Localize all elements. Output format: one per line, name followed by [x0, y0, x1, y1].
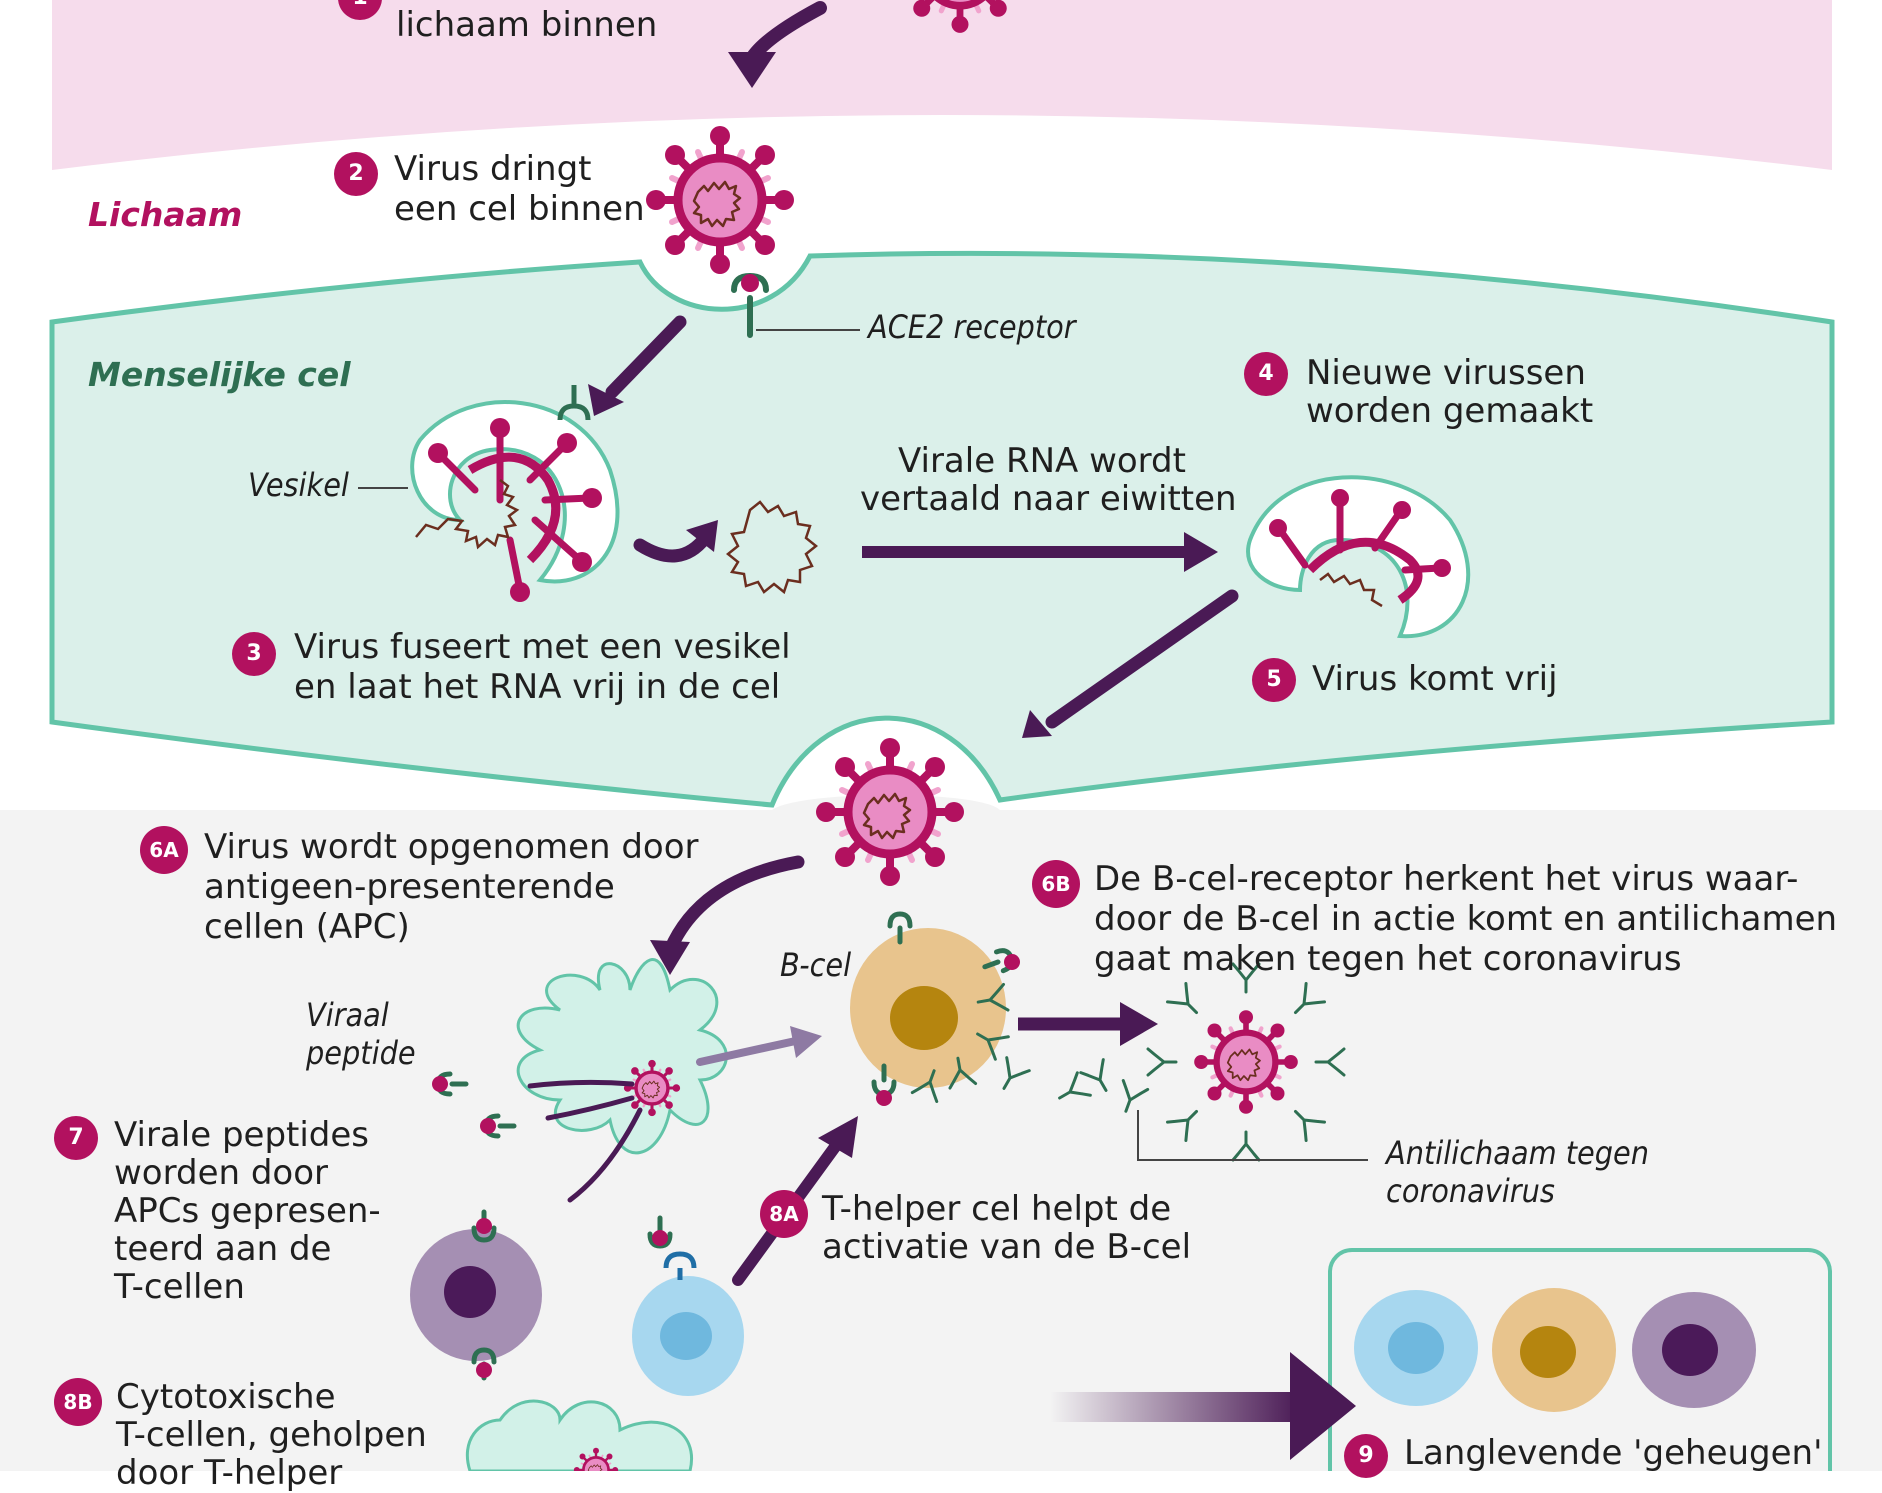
arrow-to-vesikel [605, 315, 687, 399]
arrow-release [1045, 589, 1239, 729]
step-6a-line-1: Virus wordt opgenomen door [204, 827, 699, 867]
step-5-badge: 5 [1252, 658, 1296, 702]
step-6a-line-2: antigeen-presenterende [204, 867, 615, 907]
translation-line-2: vertaald naar eiwitten [860, 479, 1237, 519]
step-1-text: lichaam binnen [396, 5, 658, 45]
arrow-memory [1290, 1352, 1356, 1460]
step-4-line-2: worden gemaakt [1306, 391, 1594, 431]
step-5-text: Virus komt vrij [1312, 659, 1558, 699]
step-9-text: Langlevende 'geheugen' [1404, 1433, 1823, 1473]
peptide-line-1: Viraal [306, 996, 389, 1034]
step-6a-badge: 6A [140, 826, 188, 874]
step-3-badge: 3 [232, 632, 276, 676]
step-7-badge: 7 [54, 1116, 98, 1160]
step-6b-line-3: gaat maken tegen het coronavirus [1094, 939, 1682, 979]
body-zone-label: Lichaam [88, 195, 243, 234]
ace2-label: ACE2 receptor [868, 308, 1076, 346]
step-8a-line-2: activatie van de B-cel [822, 1227, 1192, 1267]
step-6b-line-1: De B-cel-receptor herkent het virus waar… [1094, 859, 1799, 899]
step-9-badge: 9 [1344, 1434, 1388, 1478]
step-8b-line-1: Cytotoxische [116, 1377, 336, 1417]
step-6b-badge: 6B [1032, 860, 1080, 908]
b-cell-label: B-cel [780, 946, 852, 984]
step-6b-line-2: door de B-cel in actie komt en antilicha… [1094, 899, 1838, 939]
cell-zone [49, 250, 1835, 808]
step-1-badge: 1 [338, 0, 382, 20]
apc-cell [516, 958, 728, 1155]
step-4-line-1: Nieuwe virussen [1306, 353, 1586, 393]
antibody-line-1: Antilichaam tegen [1386, 1134, 1650, 1172]
step-7-line-3: APCs gepresen- [114, 1191, 381, 1231]
step-6a-line-3: cellen (APC) [204, 907, 410, 947]
step-8a-badge: 8A [760, 1190, 808, 1238]
step-3-line-1: Virus fuseert met een vesikel [294, 627, 791, 667]
step-7-line-1: Virale peptides [114, 1115, 370, 1155]
step-4-badge: 4 [1244, 352, 1288, 396]
step-3-line-2: en laat het RNA vrij in de cel [294, 667, 781, 707]
step-2-line-2: een cel binnen [394, 189, 645, 229]
step-7-line-5: T-cellen [114, 1267, 245, 1307]
step-2-line-1: Virus dringt [394, 149, 592, 189]
translation-line-1: Virale RNA wordt [898, 441, 1186, 481]
step-2-badge: 2 [334, 152, 378, 196]
peptide-line-2: peptide [306, 1034, 416, 1072]
outside-zone [52, 0, 1832, 170]
step-8b-badge: 8B [54, 1378, 102, 1426]
step-8b-line-2: T-cellen, geholpen [116, 1415, 427, 1455]
step-7-line-4: teerd aan de [114, 1229, 332, 1269]
vesikel-label: Vesikel [248, 466, 349, 504]
antibody-line-2: coronavirus [1386, 1172, 1555, 1210]
step-8a-line-1: T-helper cel helpt de [822, 1189, 1172, 1229]
step-8b-line-3: door T-helper [116, 1453, 343, 1493]
step-7-line-2: worden door [114, 1153, 329, 1193]
memory-box [1328, 1248, 1832, 1471]
cell-zone-label: Menselijke cel [88, 355, 351, 394]
arrow-to-apc [663, 855, 805, 957]
